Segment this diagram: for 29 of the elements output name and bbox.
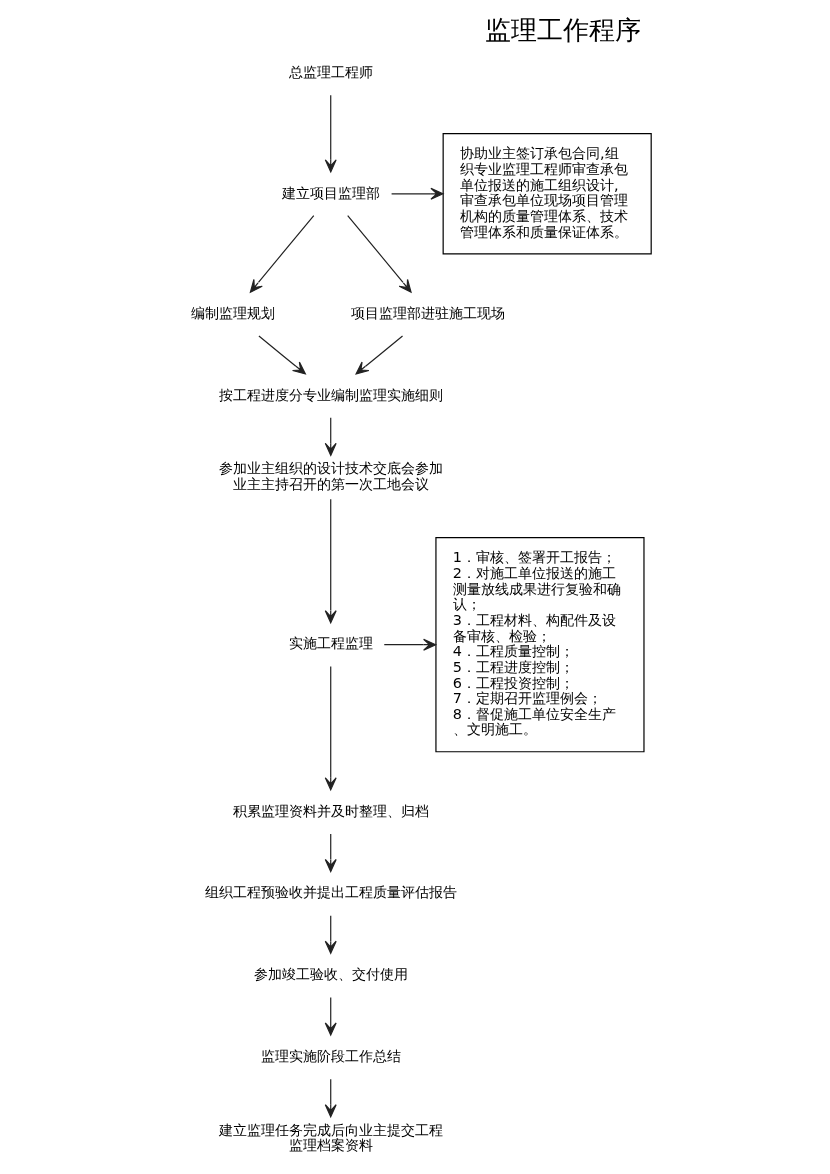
node-text: 参加竣工验收、交付使用 <box>253 966 408 983</box>
node-text: 编制监理规划 <box>190 304 275 321</box>
arrow <box>324 94 337 173</box>
node-text: 项目监理部进驻施工现场 <box>350 304 505 321</box>
arrow <box>324 833 337 873</box>
node-text: 建立项目监理部 <box>281 184 380 201</box>
arrow <box>324 498 337 624</box>
node-text: 建立监理任务完成后向业主提交工程监理档案资料 <box>218 1121 443 1154</box>
arrow <box>324 417 337 456</box>
diagram-title: 监理工作程序 <box>484 14 641 46</box>
arrow <box>324 915 337 954</box>
arrow <box>324 1078 337 1118</box>
arrow <box>346 214 412 293</box>
arrow <box>355 335 403 375</box>
node-text: 实施工程监理 <box>288 635 373 652</box>
arrow <box>324 996 337 1036</box>
node-box: 协助业主签订承包合同,组织专业监理工程师审查承包单位报送的施工组织设计,审查承包单位现场项目管理机构的质量管理体系、技术管理体系和质量保证体系。 <box>442 133 652 255</box>
arrow <box>390 187 444 200</box>
arrow <box>257 335 306 375</box>
node-text: 监理实施阶段工作总结 <box>260 1047 401 1064</box>
node-text: 总监理工程师 <box>288 64 373 81</box>
arrow <box>324 665 337 791</box>
node-box: 1．审核、签署开工报告； 2．对施工单位报送的施工测量放线成果进行复验和确认； 3．工程材料、构配件及设备审核、检验； 4．工程质量控制； 5．工程进度控制； 6．工程投资控制； 7．定期召开监理例会； 8．督促施工单位安全生产、文明施工。 <box>434 537 645 753</box>
arrow <box>383 638 436 651</box>
node-text: 积累监理资料并及时整理、归档 <box>232 802 429 819</box>
node-text: 按工程进度分专业编制监理实施细则 <box>218 386 443 403</box>
node-text: 组织工程预验收并提出工程质量评估报告 <box>204 884 457 901</box>
arrow <box>249 214 314 293</box>
node-text: 参加业主组织的设计技术交底会参加业主主持召开的第一次工地会议 <box>218 460 443 493</box>
